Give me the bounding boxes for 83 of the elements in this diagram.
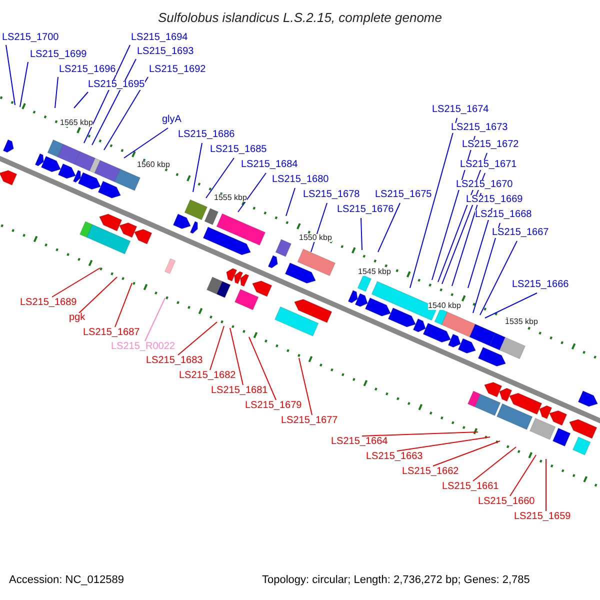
gene-label: LS215_1661 bbox=[442, 482, 499, 492]
gene-label: LS215_1693 bbox=[137, 47, 194, 57]
accession-text: Accession: NC_012589 bbox=[9, 575, 124, 586]
leader-line bbox=[472, 446, 516, 482]
gene-label: LS215_1680 bbox=[272, 175, 329, 185]
leader-line bbox=[206, 158, 234, 198]
position-label: 1535 kbp bbox=[505, 318, 538, 326]
gene-label: LS215_1695 bbox=[88, 80, 145, 90]
position-label: 1560 kbp bbox=[137, 161, 170, 169]
gene-label: LS215_1679 bbox=[245, 401, 302, 411]
gene-label: LS215_1664 bbox=[331, 437, 388, 447]
genome-summary-text: Topology: circular; Length: 2,736,272 bp; Genes: 2,785 bbox=[262, 575, 530, 586]
leader-line bbox=[84, 44, 130, 144]
gene-label: LS215_1682 bbox=[179, 371, 236, 381]
gene-label: LS215_1666 bbox=[512, 280, 569, 290]
leader-line bbox=[452, 192, 482, 286]
gene-label: LS215_1684 bbox=[241, 160, 298, 170]
leader-line bbox=[432, 440, 500, 466]
leader-line bbox=[54, 76, 58, 108]
gene-label: pgk bbox=[69, 313, 86, 323]
gene-label: LS215_1674 bbox=[432, 105, 489, 115]
leader-line bbox=[472, 222, 500, 314]
gene-label: LS215_1699 bbox=[30, 50, 87, 60]
gene-label: LS215_1675 bbox=[375, 190, 432, 200]
leader-line bbox=[210, 326, 224, 370]
gene-label: LS215_1670 bbox=[456, 180, 513, 190]
gene-label: LS215_1671 bbox=[460, 160, 517, 170]
gene-label: LS215_1659 bbox=[514, 512, 571, 522]
gene-label: LS215_1692 bbox=[149, 65, 206, 75]
position-label: 1545 kbp bbox=[358, 268, 391, 276]
leader-line bbox=[378, 202, 400, 252]
leader-line bbox=[104, 76, 148, 150]
gene-label: LS215_1694 bbox=[131, 33, 188, 43]
gene-label: LS215_1677 bbox=[281, 416, 338, 426]
position-label: 1555 kbp bbox=[214, 194, 247, 202]
gene-label: LS215_R0022 bbox=[111, 342, 175, 352]
position-label: 1550 kbp bbox=[299, 234, 332, 242]
gene-label: LS215_1672 bbox=[462, 140, 519, 150]
leader-line bbox=[362, 432, 478, 436]
leader-line bbox=[238, 172, 266, 212]
leader-line bbox=[192, 142, 202, 192]
leader-line bbox=[480, 240, 518, 316]
gene-label: LS215_1700 bbox=[2, 33, 59, 43]
gene-label: LS215_1678 bbox=[303, 190, 360, 200]
gene-label: LS215_1687 bbox=[83, 328, 140, 338]
leader-line bbox=[510, 454, 536, 496]
leader-line bbox=[6, 44, 16, 106]
gene-label: LS215_1686 bbox=[178, 130, 235, 140]
gene-label: LS215_1676 bbox=[337, 205, 394, 215]
gene-label: LS215_1660 bbox=[478, 497, 535, 507]
leader-line bbox=[396, 436, 490, 452]
gene-label: LS215_1673 bbox=[451, 123, 508, 133]
leader-line bbox=[144, 298, 166, 342]
leader-line bbox=[178, 322, 218, 356]
leader-line bbox=[78, 276, 118, 314]
gene-label: LS215_1667 bbox=[492, 228, 549, 238]
leader-line bbox=[310, 202, 328, 252]
position-label: 1540 kbp bbox=[428, 302, 461, 310]
gene-label: LS215_1662 bbox=[402, 467, 459, 477]
leader-line bbox=[410, 118, 458, 288]
leader-line bbox=[52, 268, 100, 298]
gene-label: LS215_1681 bbox=[211, 386, 268, 396]
leader-line bbox=[124, 128, 168, 158]
gene-label: LS215_1685 bbox=[210, 145, 267, 155]
leader-line bbox=[74, 92, 88, 108]
leader-line bbox=[248, 336, 276, 400]
gene-label: LS215_1663 bbox=[366, 452, 423, 462]
leader-line bbox=[360, 218, 362, 250]
leader-line bbox=[230, 328, 244, 386]
gene-label: LS215_1668 bbox=[475, 210, 532, 220]
gene-label: LS215_1696 bbox=[59, 65, 116, 75]
gene-label: glyA bbox=[162, 115, 182, 125]
gene-label: LS215_1689 bbox=[20, 298, 77, 308]
leader-line bbox=[20, 62, 28, 108]
gene-label: LS215_1683 bbox=[146, 356, 203, 366]
position-label: 1565 kbp bbox=[60, 119, 93, 127]
leader-line bbox=[92, 58, 136, 146]
leader-line bbox=[484, 292, 538, 318]
leader-line bbox=[298, 358, 312, 416]
leader-line bbox=[114, 282, 132, 328]
leader-line bbox=[286, 188, 296, 216]
gene-label: LS215_1669 bbox=[466, 195, 523, 205]
leader-line bbox=[468, 208, 492, 288]
